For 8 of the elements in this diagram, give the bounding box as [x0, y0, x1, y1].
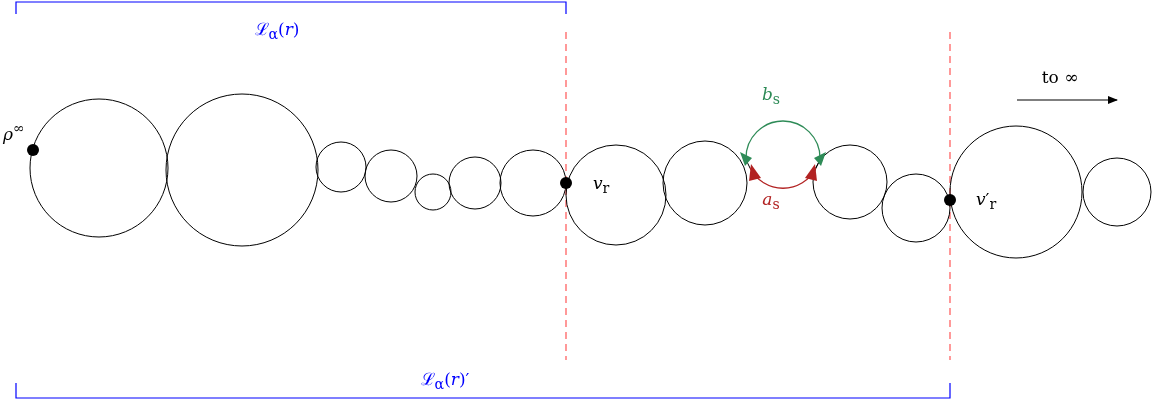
math-label: v$_{r}$ — [593, 175, 610, 196]
math-label: v′$_{r}$ — [976, 191, 997, 212]
math-label: ℒ$_{α}$(r) — [254, 21, 300, 42]
math-label: a$_{s}$ — [762, 191, 780, 212]
math-label: ρ$^{∞}$ — [3, 121, 25, 143]
math-label: to ∞ — [1041, 69, 1079, 86]
math-label: b$_{s}$ — [761, 86, 781, 107]
math-label: ℒ$_{α}$(r)′ — [420, 371, 470, 392]
